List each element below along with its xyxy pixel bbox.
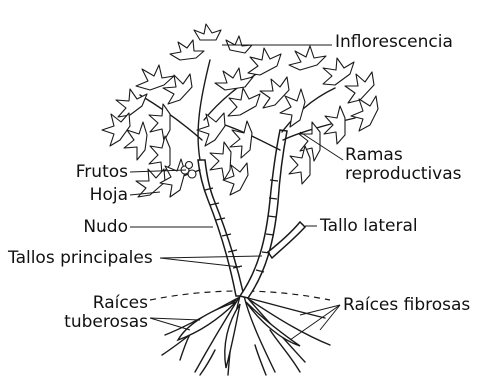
leader-raices-fib-a	[300, 305, 340, 315]
label-tallos-principales: Tallos principales	[8, 249, 153, 268]
label-raices-tuberosas-line2: tuberosas	[64, 313, 148, 332]
label-inflorescencia: Inflorescencia	[335, 33, 453, 52]
leader-raices-tub-b	[150, 318, 200, 320]
label-hoja: Hoja	[90, 186, 128, 205]
label-ramas-line1: Ramas	[345, 146, 462, 165]
leader-raices-fib-c	[290, 305, 340, 340]
label-tallo-lateral: Tallo lateral	[320, 217, 418, 236]
label-frutos: Frutos	[76, 163, 128, 182]
label-nudo: Nudo	[83, 218, 128, 237]
label-ramas-line2: reproductivas	[345, 165, 462, 184]
leader-tallos-b	[160, 256, 262, 258]
tuberous-roots	[178, 302, 300, 368]
label-raices-tuberosas-line1: Raíces	[64, 294, 148, 313]
label-ramas-reproductivas: Ramas reproductivas	[345, 146, 462, 184]
label-raices-tuberosas: Raíces tuberosas	[64, 294, 148, 332]
label-raices-fibrosas: Raíces fibrosas	[343, 296, 470, 315]
